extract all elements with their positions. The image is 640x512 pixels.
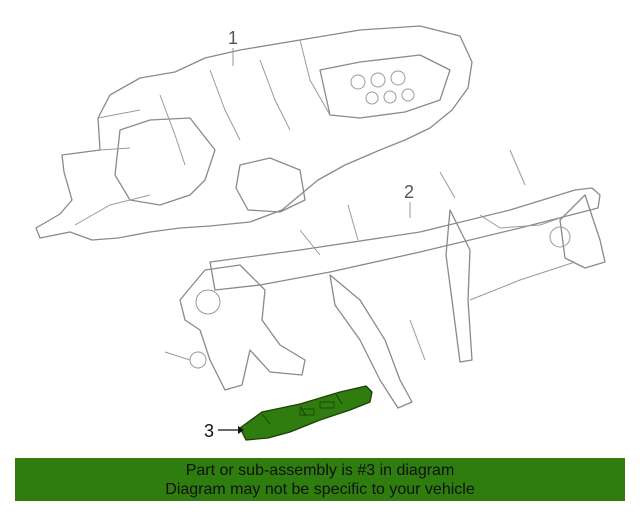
callout-number-3: 3 xyxy=(204,421,214,441)
cross-car-beam-part-2[interactable] xyxy=(164,149,606,409)
bracket-part-3-highlighted[interactable] xyxy=(239,385,373,441)
parts-diagram: 1 2 3 xyxy=(35,25,606,441)
callout-number-2: 2 xyxy=(404,182,414,202)
instrument-panel-part-1[interactable] xyxy=(35,25,473,241)
callout-number-1: 1 xyxy=(228,28,238,48)
callout-arrow-3 xyxy=(238,426,244,434)
info-banner: Part or sub-assembly is #3 in diagram Di… xyxy=(15,458,625,501)
banner-line-1: Part or sub-assembly is #3 in diagram xyxy=(185,462,455,479)
banner-line-2: Diagram may not be specific to your vehi… xyxy=(165,481,475,498)
